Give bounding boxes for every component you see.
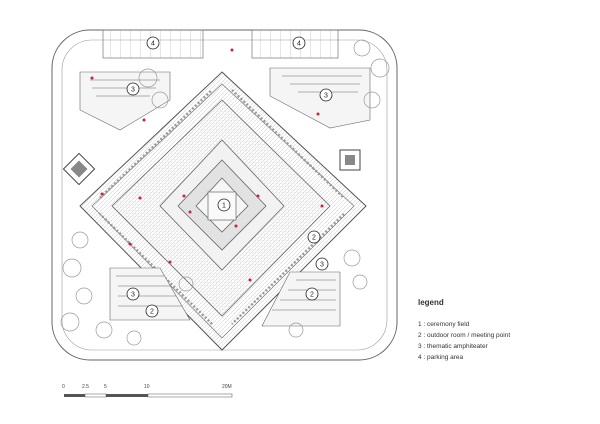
pavilion-west-inner: [70, 160, 88, 178]
legend-item-outdoor-room: 2 : outdoor room / meeting point: [418, 332, 511, 339]
area-marker-number: 2: [150, 309, 154, 316]
scale-tick-2-5: 2.5: [82, 384, 89, 390]
legend-title: legend: [418, 298, 444, 307]
area-number-markers: 1 2 2 2 3 3 3 3 4 4: [126, 36, 333, 318]
area-marker-4: 4: [292, 36, 306, 50]
area-marker-3: 3: [126, 287, 140, 301]
area-marker-number: 2: [312, 235, 316, 242]
area-marker-number: 2: [310, 292, 314, 299]
area-marker-2: 2: [145, 304, 159, 318]
site-boundary: [51, 29, 398, 361]
trees: [60, 39, 390, 346]
scale-tick-10: 10: [144, 384, 150, 390]
area-marker-3: 3: [126, 82, 140, 96]
area-marker-number: 4: [297, 41, 301, 48]
scale-bar: [64, 393, 233, 398]
area-marker-number: 3: [131, 87, 135, 94]
area-marker-number: 4: [151, 41, 155, 48]
scale-tick-0: 0: [62, 384, 65, 390]
red-markers: [90, 48, 324, 282]
area-marker-1: 1: [217, 198, 231, 212]
area-marker-number: 3: [131, 292, 135, 299]
area-marker-number: 3: [320, 262, 324, 269]
pavilion-east-inner: [345, 155, 355, 165]
area-marker-3: 3: [319, 88, 333, 102]
legend-item-ceremony-field: 1 : ceremony field: [418, 321, 470, 328]
scale-tick-5: 5: [104, 384, 107, 390]
amphiteater-north-east: [269, 67, 371, 129]
site-inner-boundary: [61, 39, 388, 351]
legend-item-amphiteater: 3 : thematic amphiteater: [418, 343, 488, 350]
area-marker-number: 1: [222, 203, 226, 210]
legend: legend 1 : ceremony field 2 : outdoor ro…: [418, 298, 588, 363]
area-marker-2: 2: [307, 230, 321, 244]
area-marker-number: 3: [324, 93, 328, 100]
area-marker-4: 4: [146, 36, 160, 50]
area-marker-3: 3: [315, 257, 329, 271]
planting-belts: [99, 89, 345, 325]
area-marker-2: 2: [305, 287, 319, 301]
legend-item-parking: 4 : parking area: [418, 354, 464, 361]
amphiteater-south-west: [109, 267, 191, 321]
scale-tick-20m: 20M: [222, 384, 232, 390]
